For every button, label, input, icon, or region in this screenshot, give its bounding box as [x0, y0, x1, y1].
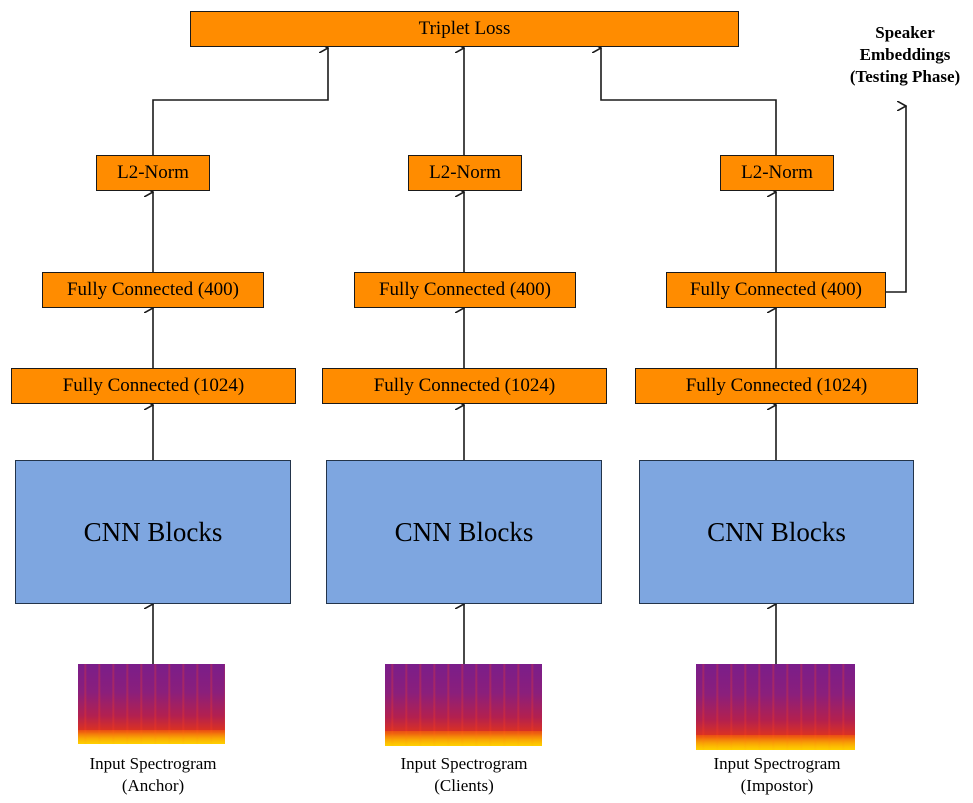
fc-400-label: Fully Connected (400) [378, 279, 552, 300]
fc-1024-label: Fully Connected (1024) [685, 375, 868, 396]
cnn-blocks-impostor: CNN Blocks [639, 460, 914, 604]
l2-norm-label: L2-Norm [429, 162, 501, 183]
l2-norm-label: L2-Norm [741, 162, 813, 183]
cnn-blocks-label: CNN Blocks [83, 516, 223, 547]
caption-line-1: Input Spectrogram [400, 754, 528, 773]
spectrogram-image-impostor [696, 664, 855, 750]
l2-norm-box-anchor: L2-Norm [96, 155, 210, 191]
fc-400-label: Fully Connected (400) [689, 279, 863, 300]
caption-line-2: (Anchor) [121, 776, 185, 795]
spectrogram-image-clients [385, 664, 542, 746]
fc-1024-box-clients: Fully Connected (1024) [322, 368, 607, 404]
spectrogram-caption-anchor: Input Spectrogram (Anchor) [43, 753, 263, 797]
side-label-line-2: Embeddings [859, 45, 951, 64]
spectrogram-caption-clients: Input Spectrogram (Clients) [354, 753, 574, 797]
cnn-blocks-clients: CNN Blocks [326, 460, 602, 604]
arrow-anchor-l2-to-loss [152, 48, 328, 155]
spectrogram-caption-impostor: Input Spectrogram (Impostor) [667, 753, 887, 797]
l2-norm-box-clients: L2-Norm [408, 155, 522, 191]
side-label-line-1: Speaker [875, 23, 935, 42]
speaker-embeddings-label: Speaker Embeddings (Testing Phase) [820, 22, 973, 88]
fc-400-box-impostor: Fully Connected (400) [666, 272, 886, 308]
fc-400-label: Fully Connected (400) [66, 279, 240, 300]
l2-norm-box-impostor: L2-Norm [720, 155, 834, 191]
fc-1024-box-anchor: Fully Connected (1024) [11, 368, 296, 404]
cnn-blocks-label: CNN Blocks [707, 516, 846, 547]
fc-400-box-clients: Fully Connected (400) [354, 272, 576, 308]
side-label-line-3: (Testing Phase) [849, 67, 961, 86]
fc-1024-label: Fully Connected (1024) [373, 375, 556, 396]
caption-line-1: Input Spectrogram [89, 754, 217, 773]
caption-line-2: (Impostor) [740, 776, 814, 795]
fc-400-box-anchor: Fully Connected (400) [42, 272, 264, 308]
caption-line-1: Input Spectrogram [713, 754, 841, 773]
arrow-impostor-l2-to-loss [601, 48, 777, 155]
arrow-embeddings-testing [886, 106, 906, 293]
spectrogram-image-anchor [78, 664, 225, 744]
triplet-loss-box: Triplet Loss [190, 11, 739, 47]
cnn-blocks-label: CNN Blocks [394, 516, 534, 547]
fc-1024-label: Fully Connected (1024) [62, 375, 245, 396]
fc-1024-box-impostor: Fully Connected (1024) [635, 368, 918, 404]
caption-line-2: (Clients) [434, 776, 494, 795]
triplet-loss-label: Triplet Loss [418, 18, 511, 39]
l2-norm-label: L2-Norm [117, 162, 189, 183]
cnn-blocks-anchor: CNN Blocks [15, 460, 291, 604]
